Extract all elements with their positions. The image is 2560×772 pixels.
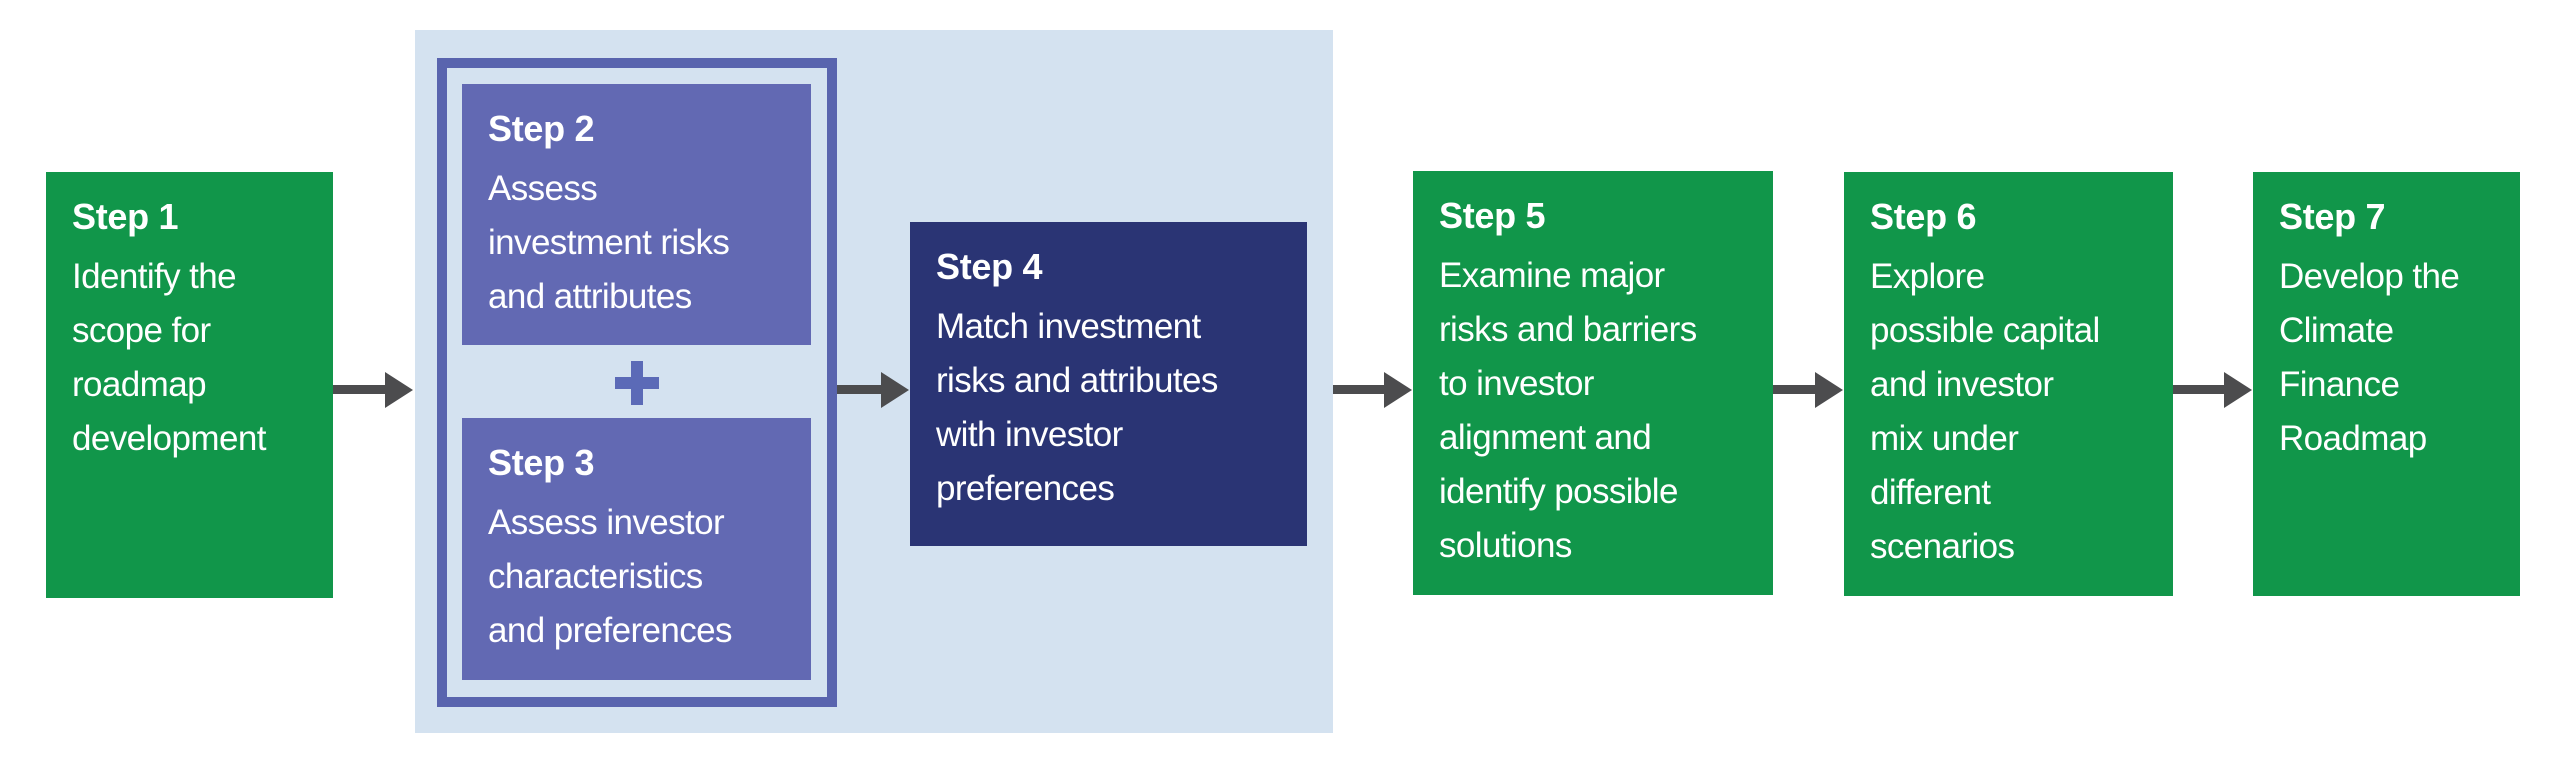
step-3-description: Assess investor characteristics and pref… [488,503,733,650]
step-3-title: Step 3 [488,442,595,483]
arrow-right-icon [2173,385,2224,394]
arrow-right-icon [333,385,385,394]
step-1-description: Identify the scope for roadmap developme… [72,257,266,458]
step-3-box: Step 3 Assess investor characteristics a… [462,418,811,680]
step-5-box: Step 5 Examine major risks and barriers … [1413,171,1773,595]
step-5-title: Step 5 [1439,195,1546,236]
steps-2-3-frame [437,58,837,707]
step-1-title: Step 1 [72,196,179,237]
step-5-description: Examine major risks and barriers to inve… [1439,256,1697,565]
step-4-title: Step 4 [936,246,1043,287]
step-1-box: Step 1 Identify the scope for roadmap de… [46,172,333,598]
step-6-description: Explore possible capital and investor mi… [1870,257,2100,566]
step-6-title: Step 6 [1870,196,1977,237]
step-4-description: Match investment risks and attributes wi… [936,307,1218,508]
step-7-title: Step 7 [2279,196,2386,237]
step-2-title: Step 2 [488,108,595,149]
step-4-box: Step 4 Match investment risks and attrib… [910,222,1307,546]
arrow-right-icon [837,385,881,394]
step-7-description: Develop the Climate Finance Roadmap [2279,257,2460,458]
plus-icon-horizontal-bar [615,377,659,389]
step-2-description: Assess investment risks and attributes [488,169,730,316]
arrow-right-icon [1773,385,1815,394]
arrow-right-icon [1333,385,1384,394]
plus-icon [615,361,659,405]
step-6-box: Step 6 Explore possible capital and inve… [1844,172,2173,596]
step-2-box: Step 2 Assess investment risks and attri… [462,84,811,345]
step-7-box: Step 7 Develop the Climate Finance Roadm… [2253,172,2520,596]
